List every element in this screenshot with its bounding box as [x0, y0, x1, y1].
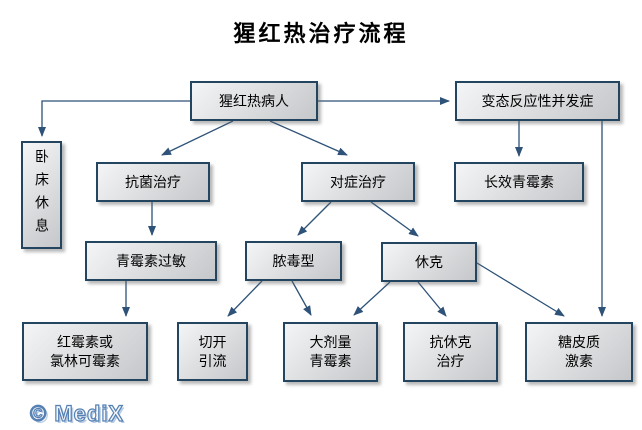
- node-anti-shock-treatment: 抗休克 治疗: [403, 322, 498, 382]
- node-label: 抗菌治疗: [125, 173, 181, 190]
- edge-shock-to-highdose: [353, 281, 391, 316]
- medix-watermark: © MediX: [29, 400, 125, 426]
- node-label: 变态反应性并发症: [481, 92, 594, 109]
- edge-symptomatic-to-septic: [297, 201, 332, 236]
- node-label: 红霉素或 氯林可霉素: [50, 333, 120, 369]
- edge-septic-to-highdose: [291, 280, 312, 316]
- node-label: 大剂量 青霉素: [309, 334, 352, 369]
- node-label: 长效青霉素: [484, 173, 554, 190]
- node-label: 脓毒型: [272, 252, 315, 269]
- node-long-acting-penicillin: 长效青霉素: [454, 162, 584, 202]
- node-erythromycin-clindamycin: 红霉素或 氯林可霉素: [22, 322, 148, 381]
- node-septic-type: 脓毒型: [245, 241, 342, 281]
- edge-septic-to-incision: [227, 280, 263, 317]
- node-incision-drainage: 切开 引流: [177, 322, 248, 381]
- edge-shock-to-antishock: [417, 281, 447, 317]
- node-glucocorticoid: 糖皮质 激素: [525, 322, 633, 382]
- edge-patient-to-antibacterial: [161, 120, 234, 156]
- node-label: 卧床休息: [34, 149, 50, 241]
- node-label: 糖皮质 激素: [558, 334, 600, 369]
- node-bed-rest: 卧床休息: [21, 141, 62, 249]
- edge-patient-to-symptomatic: [269, 120, 348, 156]
- node-penicillin-allergy: 青霉素过敏: [85, 241, 217, 281]
- node-label: 抗休克 治疗: [429, 334, 472, 369]
- node-high-dose-penicillin: 大剂量 青霉素: [283, 322, 378, 382]
- page-title: 猩红热治疗流程: [233, 21, 409, 46]
- edge-symptomatic-to-shock: [370, 201, 419, 237]
- node-label: 休克: [415, 253, 443, 270]
- node-allergic-complications: 变态反应性并发症: [455, 81, 620, 121]
- node-shock: 休克: [381, 242, 477, 282]
- node-symptomatic-treatment: 对症治疗: [301, 162, 415, 202]
- node-label: 青霉素过敏: [116, 252, 186, 269]
- node-scarlet-fever-patient: 猩红热病人: [190, 81, 318, 121]
- edge-patient-to-bedrest: [38, 100, 190, 137]
- node-label: 对症治疗: [330, 173, 386, 190]
- node-label: 猩红热病人: [219, 92, 289, 109]
- node-label: 切开 引流: [198, 333, 227, 369]
- node-antibacterial-therapy: 抗菌治疗: [96, 162, 210, 202]
- edge-shock-to-gluco: [476, 262, 565, 317]
